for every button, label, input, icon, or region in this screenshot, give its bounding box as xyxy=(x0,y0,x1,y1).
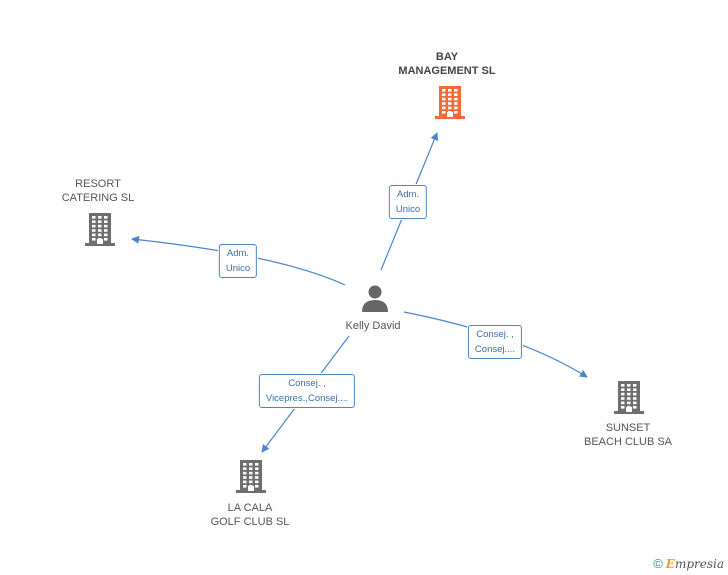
relation-line: Adm. xyxy=(396,189,420,200)
building-icon-resort[interactable] xyxy=(85,213,115,251)
footer-brand: ©Empresia xyxy=(653,556,724,571)
building-icon-bay[interactable] xyxy=(435,86,465,124)
relation-line: Consej. , xyxy=(288,378,326,389)
company-label-lacala[interactable]: LA CALA GOLF CLUB SL xyxy=(211,501,290,529)
person-icon[interactable] xyxy=(361,284,389,317)
relation-label-bay[interactable]: Adm. Unico xyxy=(388,185,428,219)
relation-line: Adm. xyxy=(226,248,250,259)
relation-label-resort[interactable]: Adm. Unico xyxy=(218,244,258,278)
company-label-bay[interactable]: BAY MANAGEMENT SL xyxy=(398,50,495,78)
company-name-line: CATERING SL xyxy=(61,192,135,204)
edge-resort xyxy=(131,235,346,286)
relation-line: Consej.... xyxy=(474,344,516,355)
company-name-line: SUNSET xyxy=(605,422,651,434)
brand-logo: Empresia xyxy=(666,557,724,571)
company-name-line: RESORT xyxy=(75,178,121,190)
relation-line: Vicepres.,Consej.... xyxy=(265,393,349,404)
relation-line: Unico xyxy=(225,263,251,274)
relation-line: Unico xyxy=(395,204,421,215)
company-label-resort[interactable]: RESORT CATERING SL xyxy=(62,177,135,205)
relation-label-lacala[interactable]: Consej. , Vicepres.,Consej.... xyxy=(258,374,356,408)
center-person-name[interactable]: Kelly David xyxy=(345,320,401,332)
building-icon-lacala[interactable] xyxy=(236,460,266,498)
brand-rest: mpresia xyxy=(674,557,724,571)
brand-first-letter: E xyxy=(665,557,675,571)
relation-line: Consej. , xyxy=(476,329,514,340)
company-name-line: LA CALA xyxy=(227,502,273,514)
company-label-sunset[interactable]: SUNSET BEACH CLUB SA xyxy=(584,421,672,449)
company-name-line: GOLF CLUB SL xyxy=(210,516,290,528)
copyright-symbol: © xyxy=(653,556,663,571)
building-icon-sunset[interactable] xyxy=(614,381,644,419)
relation-label-sunset[interactable]: Consej. , Consej.... xyxy=(467,325,523,359)
company-name-line: BEACH CLUB SA xyxy=(583,436,673,448)
company-name-line: MANAGEMENT SL xyxy=(398,65,496,77)
center-person-label[interactable]: Kelly David xyxy=(345,319,400,333)
company-name-line: BAY xyxy=(435,51,459,63)
edges-layer xyxy=(131,132,588,453)
